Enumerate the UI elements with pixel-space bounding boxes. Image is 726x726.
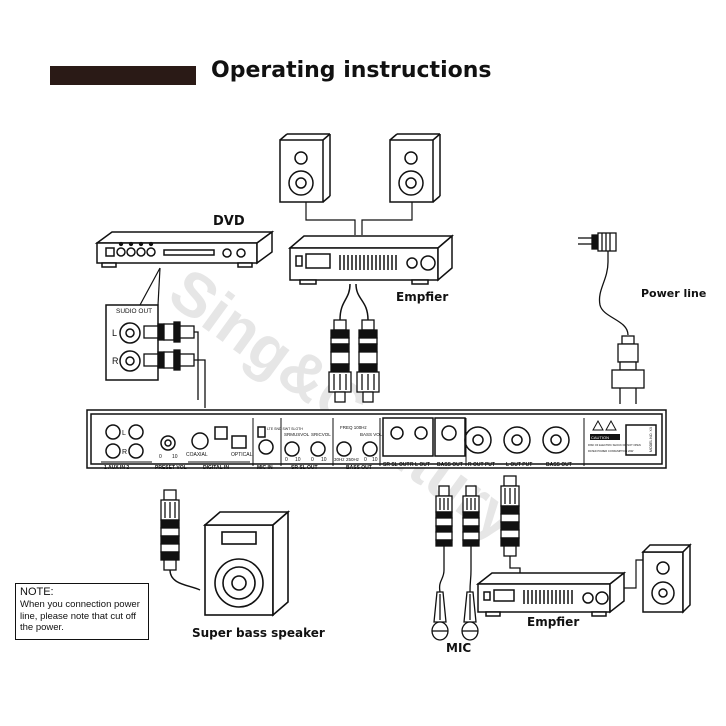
sr-mus-min: 0	[285, 457, 288, 463]
warning-small-text: RISK OF ELECTRIC SHOCK DO NOT OPEN	[588, 443, 641, 447]
bass-out2-label: BASS OUT	[437, 462, 463, 468]
rca-plugs	[143, 321, 195, 371]
note-box: NOTE: When you connection power line, pl…	[15, 583, 149, 640]
optical-label: OPTICAL	[231, 452, 253, 458]
freq-max: 250Hz	[346, 457, 360, 462]
caution-label: CAUTION	[591, 435, 609, 440]
aux-in-label: 1 AUX IN 2	[104, 465, 129, 471]
sr-musvol-label: SRMUSVOL	[284, 432, 310, 437]
rated-power-text: RATED POWER CONSUMPTION 20W	[588, 449, 634, 453]
bass-cable	[169, 569, 201, 591]
power-line-label: Power line	[641, 287, 707, 300]
aux-l-label: L	[122, 430, 126, 437]
power-plug	[578, 232, 645, 404]
xlr-plug-mic-2	[462, 485, 480, 547]
microphone-1	[431, 591, 449, 641]
amplifier-top	[287, 234, 455, 285]
dvd-player	[94, 230, 275, 268]
xlr-plug-amp-bottom	[500, 475, 520, 557]
super-bass-speaker	[202, 510, 291, 617]
mic-label: MIC	[446, 641, 472, 655]
mic-in-label: MIC IN	[257, 465, 273, 471]
dvd-label: DVD	[213, 214, 245, 229]
dvd-audio-l-label: L	[112, 328, 117, 338]
dvd-audio-out-label: SUDIO OUT	[116, 308, 152, 315]
page-title: Operating instructions	[211, 58, 492, 83]
microphone-2	[461, 591, 479, 641]
model-text: MODEL NO. XX	[649, 426, 653, 452]
xlr-plug-top-left	[328, 319, 352, 403]
super-bass-label: Super bass speaker	[192, 626, 325, 640]
amp-bottom-cable	[509, 556, 521, 574]
speaker-bottom-right	[641, 543, 692, 614]
freq-min: 30Hz	[334, 457, 345, 462]
bass-output-label: BASS OUT	[546, 462, 572, 468]
speaker-wires-top	[305, 202, 413, 235]
warning-triangle-icon	[605, 419, 617, 431]
sr-sl-out-label: SR SL OUT	[291, 465, 318, 471]
r-output-label: R OUT PUT	[468, 462, 495, 468]
bass-vol-min: 0	[364, 457, 367, 463]
sr-mic-max: 10	[321, 457, 327, 463]
sr-mus-max: 10	[295, 457, 301, 463]
device-rear-panel	[86, 409, 667, 469]
rca-cables	[194, 331, 206, 408]
sr-sl-out2-label: SR SL OUT	[383, 462, 410, 468]
caution-box	[590, 434, 620, 440]
bass-out-label: BASS OUT	[346, 465, 372, 471]
dvd-audio-out-panel	[105, 304, 159, 381]
preset-max: 10	[172, 454, 178, 460]
amp-cables	[339, 283, 369, 321]
mic-cables	[438, 546, 472, 593]
amplifier-top-label: Empfier	[396, 290, 449, 304]
digital-in-label: DIGITAL IN	[203, 465, 229, 471]
speaker-top-right	[389, 133, 441, 203]
speaker-top-left	[279, 133, 331, 203]
title-bar	[50, 66, 196, 85]
dvd-callout	[139, 267, 161, 306]
preset-vol-label: PRESET VOL	[155, 465, 187, 471]
panel-section-dividers	[101, 418, 585, 466]
r-l-out-label: R L OUT	[410, 462, 430, 468]
note-body: When you connection power line, please n…	[20, 599, 140, 633]
bass-vol-label: BASS VOL	[360, 432, 383, 437]
coaxial-label: COAXIAL	[186, 452, 208, 458]
amplifier-bottom-label: Empfier	[527, 615, 580, 629]
sr-mic-min: 0	[311, 457, 314, 463]
aux-r-label: R	[122, 449, 127, 456]
xlr-plug-top-right	[356, 319, 380, 403]
dvd-audio-r-label: R	[112, 356, 119, 366]
caution-triangle-icon	[592, 419, 604, 431]
xlr-plug-bass	[160, 489, 180, 571]
note-heading: NOTE:	[20, 586, 54, 598]
l-output-label: L OUT PUT	[506, 462, 532, 468]
preset-min: 0	[159, 454, 162, 460]
bottom-speaker-wire	[624, 559, 644, 589]
sr-micvol-label: SRICVOL	[311, 432, 331, 437]
freq-label: FREQ 100Hz	[340, 425, 368, 430]
mic-switch-label: LTE SND SWT SLOTH	[267, 427, 303, 431]
bass-vol-max: 10	[372, 457, 378, 463]
xlr-plug-mic-1	[435, 485, 453, 547]
amplifier-bottom	[475, 571, 627, 617]
